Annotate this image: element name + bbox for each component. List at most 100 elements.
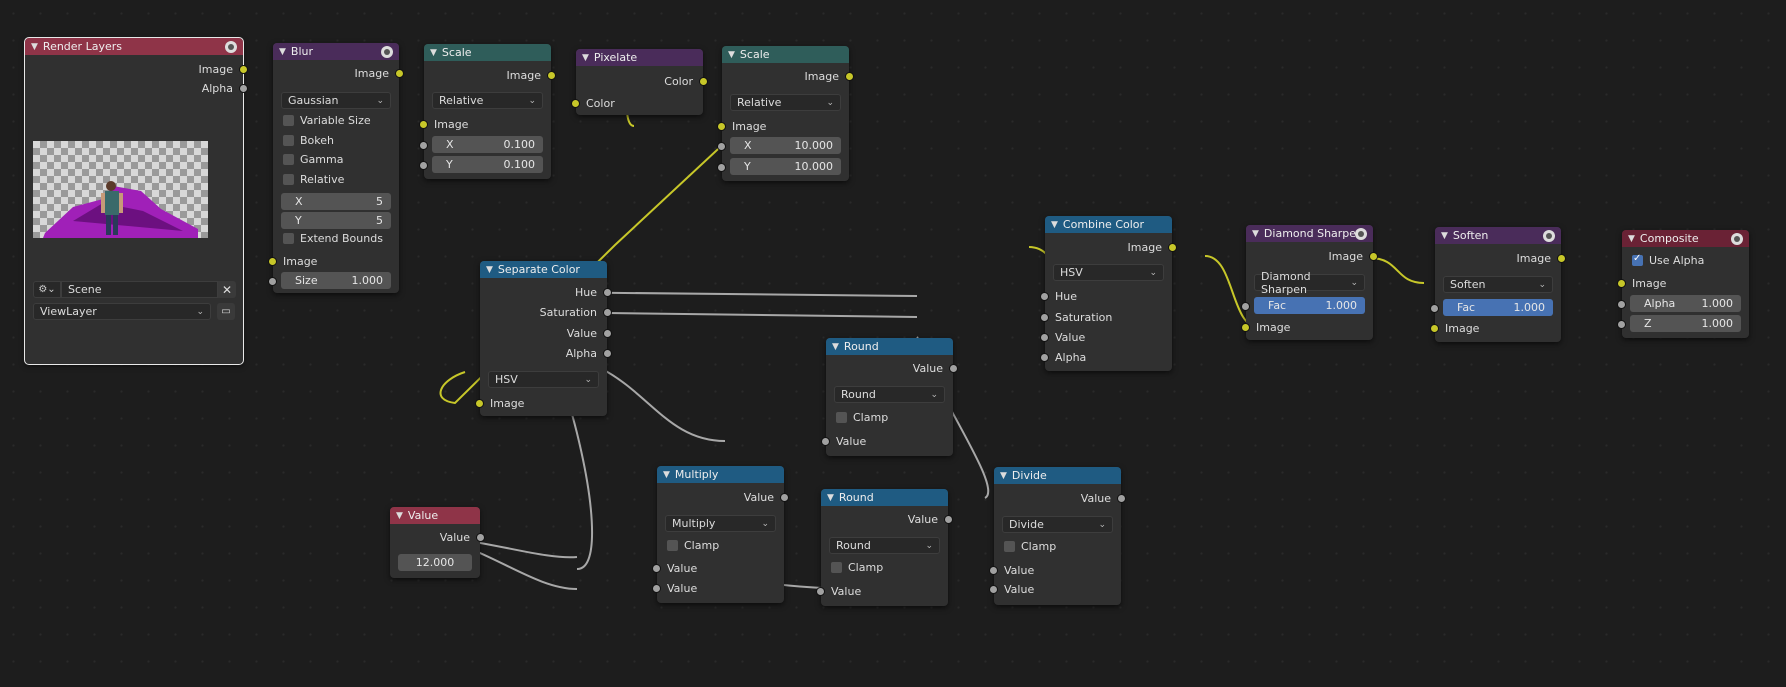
blur-header[interactable]: ▼ Blur (273, 43, 399, 60)
image-socket[interactable] (547, 71, 556, 80)
value-socket[interactable] (1617, 320, 1626, 329)
image-socket[interactable] (1241, 323, 1250, 332)
pixelate-node[interactable]: ▼ Pixelate Color Color (571, 49, 708, 115)
value-socket[interactable] (652, 564, 661, 573)
image-socket[interactable] (845, 72, 854, 81)
combine-color-header[interactable]: ▼ Combine Color (1045, 216, 1172, 233)
round-header[interactable]: ▼ Round (826, 338, 953, 355)
chevron-down-icon[interactable]: ▼ (1628, 233, 1635, 244)
sharpen-mode-dropdown[interactable]: Diamond Sharpen⌄ (1254, 270, 1365, 296)
round-node-2[interactable]: ▼ Round Value Round⌄ Clamp Value (816, 489, 953, 606)
value-socket[interactable] (989, 585, 998, 594)
chevron-down-icon[interactable]: ▼ (663, 469, 670, 480)
value-socket[interactable] (268, 277, 277, 286)
clamp-checkbox[interactable]: Clamp (831, 559, 883, 575)
chevron-down-icon[interactable]: ▼ (582, 52, 589, 63)
checkbox-box[interactable] (283, 153, 294, 165)
close-icon[interactable]: ✕ (218, 281, 236, 298)
space-dropdown[interactable]: Relative⌄ (730, 94, 841, 111)
chevron-down-icon[interactable]: ▼ (1051, 219, 1058, 230)
chevron-down-icon[interactable]: ▼ (827, 492, 834, 503)
mode-dropdown[interactable]: HSV⌄ (488, 371, 599, 388)
value-socket[interactable] (476, 533, 485, 542)
variable-size-checkbox[interactable]: Variable Size (283, 112, 371, 128)
chevron-down-icon[interactable]: ▼ (31, 41, 38, 52)
round-header[interactable]: ▼ Round (821, 489, 948, 506)
chevron-down-icon[interactable]: ▼ (728, 49, 735, 60)
operation-dropdown[interactable]: Round⌄ (829, 537, 940, 554)
relative-checkbox[interactable]: Relative (283, 171, 344, 187)
folder-icon[interactable]: ▭ (217, 303, 235, 320)
pixelate-header[interactable]: ▼ Pixelate (576, 49, 703, 66)
diamond-sharpen-node[interactable]: ▼ Diamond Sharpen Image Diamond Sharpen⌄… (1241, 225, 1378, 340)
image-socket[interactable] (717, 122, 726, 131)
checkbox-box[interactable] (283, 173, 294, 185)
value-socket[interactable] (652, 584, 661, 593)
render-layers-node[interactable]: ▼ Render Layers Image Alpha ⚙⌄ Scene ✕ V… (24, 37, 248, 365)
checkbox-box[interactable] (831, 561, 842, 573)
soften-mode-dropdown[interactable]: Soften⌄ (1443, 276, 1553, 293)
image-socket[interactable] (395, 69, 404, 78)
value-socket[interactable] (1040, 292, 1049, 301)
checkbox-box[interactable] (283, 114, 294, 126)
round-node-1[interactable]: ▼ Round Value Round⌄ Clamp Value (821, 338, 958, 456)
chevron-down-icon[interactable]: ▼ (396, 510, 403, 521)
image-socket[interactable] (239, 65, 248, 74)
gamma-checkbox[interactable]: Gamma (283, 151, 343, 167)
chevron-down-icon[interactable]: ▼ (1441, 230, 1448, 241)
separate-color-header[interactable]: ▼ Separate Color (480, 261, 607, 278)
chevron-down-icon[interactable]: ▼ (279, 46, 286, 57)
mode-dropdown[interactable]: HSV⌄ (1053, 264, 1164, 281)
value-socket[interactable] (1241, 302, 1250, 311)
value-field[interactable]: 12.000 (398, 554, 472, 571)
image-socket[interactable] (419, 120, 428, 129)
image-socket[interactable] (268, 257, 277, 266)
value-socket[interactable] (780, 493, 789, 502)
value-socket[interactable] (1617, 300, 1626, 309)
soften-header[interactable]: ▼ Soften (1435, 227, 1561, 244)
filter-type-dropdown[interactable]: Gaussian⌄ (281, 92, 391, 109)
checkbox-box[interactable] (283, 134, 294, 146)
clamp-checkbox[interactable]: Clamp (1004, 538, 1056, 554)
scene-icon[interactable]: ⚙⌄ (33, 281, 61, 298)
operation-dropdown[interactable]: Round⌄ (834, 386, 945, 403)
value-socket[interactable] (821, 437, 830, 446)
value-socket[interactable] (419, 141, 428, 150)
extend-bounds-checkbox[interactable]: Extend Bounds (283, 230, 383, 246)
image-socket[interactable] (1557, 254, 1566, 263)
chevron-down-icon[interactable]: ▼ (430, 47, 437, 58)
scene-selector[interactable]: ⚙⌄ Scene ✕ (33, 281, 236, 298)
chevron-down-icon[interactable]: ▼ (486, 264, 493, 275)
value-header[interactable]: ▼ Value (390, 507, 480, 524)
image-socket[interactable] (475, 399, 484, 408)
multiply-header[interactable]: ▼ Multiply (657, 466, 784, 483)
separate-color-node[interactable]: ▼ Separate Color Hue Saturation Value Al… (475, 261, 612, 416)
divide-header[interactable]: ▼ Divide (994, 467, 1121, 484)
chevron-down-icon[interactable]: ▼ (1252, 228, 1259, 239)
value-socket[interactable] (816, 587, 825, 596)
chevron-down-icon[interactable]: ▼ (832, 341, 839, 352)
value-socket[interactable] (1040, 313, 1049, 322)
value-socket[interactable] (419, 161, 428, 170)
composite-header[interactable]: ▼ Composite (1622, 230, 1749, 247)
image-socket[interactable] (1430, 324, 1439, 333)
combine-color-node[interactable]: ▼ Combine Color Image HSV⌄ Hue Saturatio… (1040, 216, 1177, 371)
checkbox-box[interactable] (1004, 540, 1015, 552)
blur-node[interactable]: ▼ Blur Image Gaussian⌄ Variable Size Bok… (268, 43, 404, 293)
checkbox-box[interactable] (667, 539, 678, 551)
value-socket[interactable] (239, 84, 248, 93)
value-socket[interactable] (949, 364, 958, 373)
value-socket[interactable] (1117, 494, 1126, 503)
image-socket[interactable] (1369, 252, 1378, 261)
value-socket[interactable] (603, 288, 612, 297)
